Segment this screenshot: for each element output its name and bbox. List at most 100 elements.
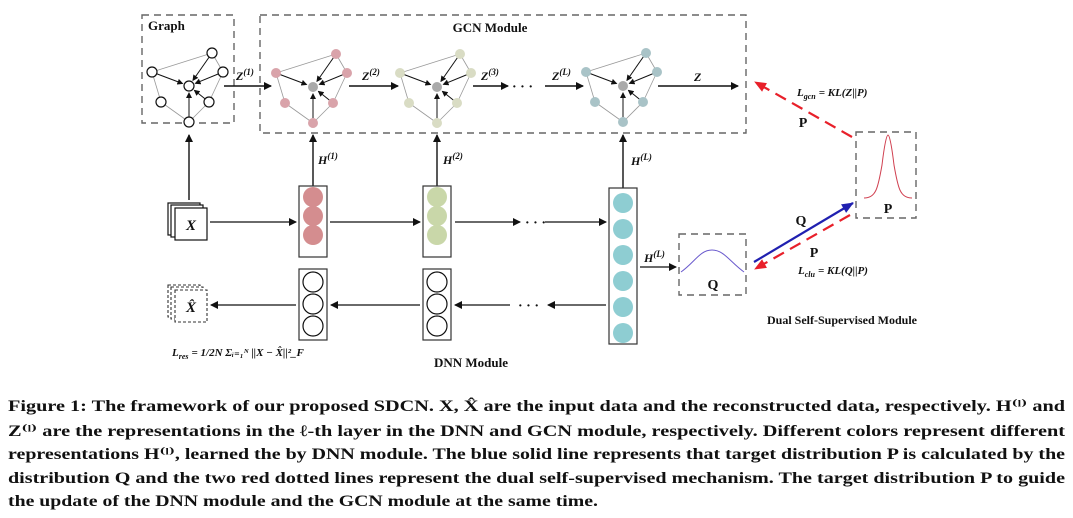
graph-hub-node [308, 82, 318, 92]
graph-node [641, 48, 651, 58]
graph-node [331, 49, 341, 59]
neuron [303, 225, 323, 245]
graph-directed-edge [585, 71, 618, 85]
lower-p-arrow-label: P [810, 246, 819, 261]
neuron [303, 206, 323, 226]
upper-p-arrow-label: P [799, 116, 808, 131]
neuron [303, 187, 323, 207]
l-clu-formula: Lclu= KL(Q||P) [797, 265, 868, 279]
q-arrow-label: Q [796, 214, 807, 229]
dnn-ellipsis-backward: · · · [518, 299, 539, 314]
neuron [613, 245, 633, 265]
graph-node [466, 68, 476, 78]
graph-directed-edge [275, 72, 308, 86]
neuron [302, 271, 324, 293]
graph-node [328, 98, 338, 108]
neuron [613, 323, 633, 343]
graph-hub-node [618, 81, 628, 91]
graph-node [342, 68, 352, 78]
graph-edge [275, 72, 286, 104]
neuron [427, 206, 447, 226]
graph-node [432, 118, 442, 128]
figure-caption: Figure 1: The framework of our proposed … [8, 397, 1066, 510]
p-label: P [884, 202, 893, 217]
q-distribution-box [678, 233, 747, 296]
graph-node [590, 97, 600, 107]
neuron [426, 271, 448, 293]
z2-label: Z(2) [361, 67, 380, 83]
graph-node [404, 98, 414, 108]
graph-node [395, 68, 405, 78]
l-res-formula: Lres= 1/2N Σᵢ₌₁ᴺ ||X − X̂||²_F [171, 346, 305, 361]
dnn-arrows [210, 218, 677, 309]
caption-line: the update of the DNN module and the GCN… [8, 493, 598, 510]
graph-node [183, 116, 195, 128]
graph-edge [585, 71, 596, 103]
caption-line: Figure 1: The framework of our proposed … [8, 397, 1065, 415]
gcn-module-box [259, 14, 747, 134]
graph-directed-edge [626, 52, 647, 82]
z-final-label: Z [693, 70, 702, 84]
q-label: Q [708, 278, 719, 293]
z1-label: Z(1) [235, 67, 254, 83]
decoder-layer-1 [298, 268, 328, 341]
caption-line: Z⁽ˡ⁾ are the representations in the ℓ-th… [8, 423, 1066, 440]
h-arrows [185, 134, 627, 200]
neuron [613, 271, 633, 291]
neuron [613, 219, 633, 239]
neuron [302, 315, 324, 337]
dual-module-label: Dual Self-Supervised Module [767, 313, 918, 327]
graph-node [638, 97, 648, 107]
dnn-module-label: DNN Module [434, 355, 508, 370]
encoder-layer-L [608, 187, 638, 345]
graph-directed-edge [399, 72, 432, 86]
graph-edge [399, 72, 410, 104]
decoder-layer-2 [422, 268, 452, 341]
graph-node [155, 96, 167, 108]
graph-edge [585, 52, 647, 73]
graph-node [452, 98, 462, 108]
neuron [613, 297, 633, 317]
graph-edge [594, 101, 624, 123]
graph-node [280, 98, 290, 108]
graph-edge [642, 71, 658, 103]
graph-edge [160, 101, 190, 123]
layer-box [608, 187, 638, 345]
graph-hub-node [183, 80, 195, 92]
encoder-layer-1 [298, 185, 328, 258]
graph-node [455, 49, 465, 59]
graph-node [308, 118, 318, 128]
neuron [426, 315, 448, 337]
h2-label: H(2) [442, 151, 463, 167]
input-graph [146, 47, 229, 128]
gcn-layer-L-graph [581, 48, 662, 127]
graph-edge [408, 102, 438, 124]
gcn-layer-2-graph [395, 49, 476, 128]
graph-directed-edge [316, 53, 337, 83]
q-curve [680, 249, 745, 273]
graph-directed-edge [440, 53, 461, 83]
input-x-stack [167, 202, 208, 241]
graph-edge [456, 72, 472, 104]
caption-line: distribution Q and the two red dotted li… [8, 470, 1065, 487]
gcn-layer-1-graph [271, 49, 352, 128]
graph-node [652, 67, 662, 77]
p-distribution-box [855, 131, 917, 219]
caption-line: representations H⁽ˡ⁾, learned the by DNN… [8, 446, 1065, 463]
xhat-label: X̂ [185, 298, 197, 316]
neuron [613, 193, 633, 213]
dnn-ellipsis-forward: · · · [525, 216, 546, 231]
neuron [426, 293, 448, 315]
graph-hub-node [432, 82, 442, 92]
graph-edge [399, 53, 461, 74]
graph-node [581, 67, 591, 77]
neuron [302, 293, 324, 315]
graph-node [146, 66, 158, 78]
graph-label: Graph [148, 18, 186, 33]
h1-label: H(1) [317, 151, 338, 167]
neuron [427, 225, 447, 245]
reconstructed-x-stack [167, 284, 208, 323]
graph-edge [332, 72, 348, 104]
x-label: X [185, 218, 197, 234]
